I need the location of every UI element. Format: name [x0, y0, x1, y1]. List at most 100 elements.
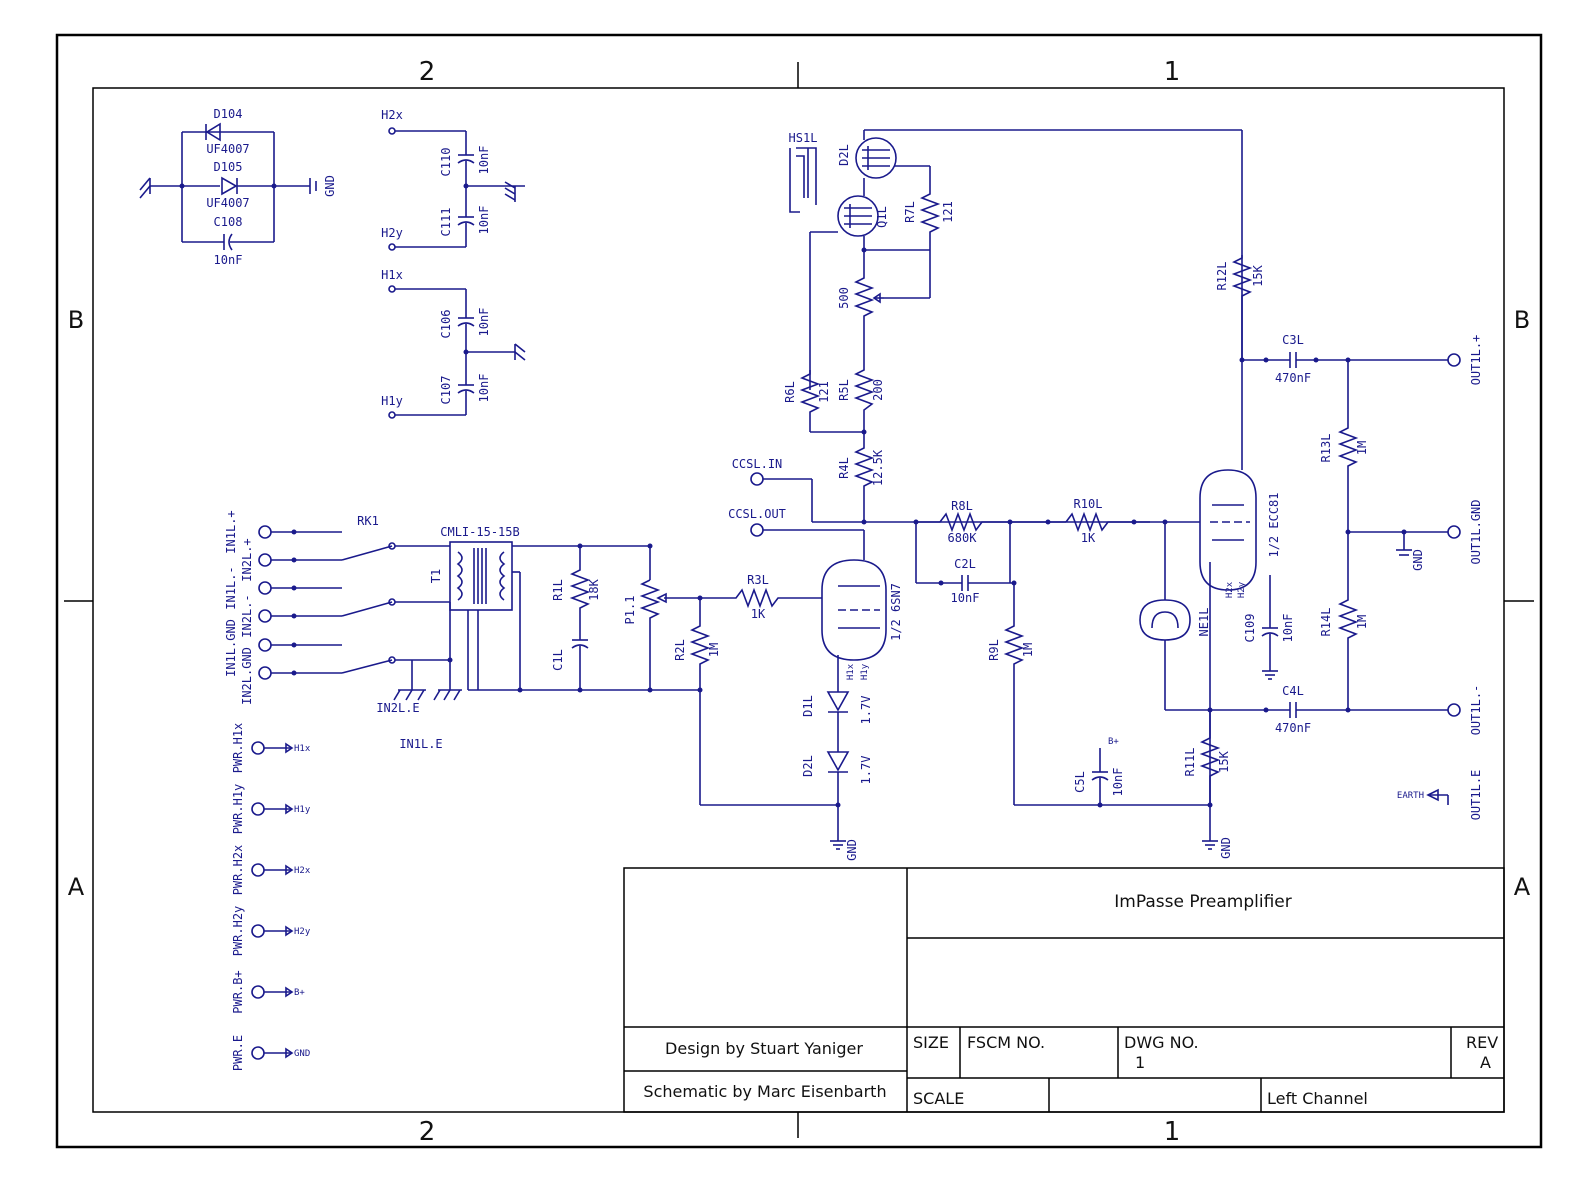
h2x-label: H2x	[381, 108, 403, 122]
out-e-label: OUT1L.E	[1469, 770, 1483, 821]
in1l-plus-label: IN1L.+	[224, 510, 238, 553]
ccsl-in-label: CCSL.IN	[732, 457, 783, 471]
d104-ref: D104	[214, 107, 243, 121]
gnd-top-label: GND	[323, 175, 337, 197]
r5l-value: 200	[871, 379, 885, 401]
dwg-value: 1	[1135, 1053, 1145, 1072]
r7l-ref: R7L	[903, 201, 917, 223]
dwg-label: DWG NO.	[1124, 1033, 1199, 1052]
power-port-pin	[251, 985, 265, 999]
ne1l-label: NE1L	[1197, 608, 1211, 637]
r13l-ref: R13L	[1319, 434, 1333, 463]
r2l-value: 1M	[707, 643, 721, 657]
gnd-led-label: GND	[845, 839, 859, 861]
c2l-value: 10nF	[951, 591, 980, 605]
power-port-net: H1y	[294, 805, 311, 815]
6sn7-h1y-pin: H1y	[860, 663, 870, 680]
c111-ref: C111	[439, 208, 453, 237]
power-port-arrow	[285, 742, 294, 754]
r10l-value: 1K	[1081, 531, 1096, 545]
h1y-label: H1y	[381, 394, 403, 408]
power-port: PWR.B+ B+	[231, 970, 305, 1013]
c1l-ref: C1L	[551, 649, 565, 671]
power-port-pin	[251, 802, 265, 816]
gnd-out-label: GND	[1411, 549, 1425, 571]
power-port-arrow	[285, 925, 294, 937]
c108-ref: C108	[214, 215, 243, 229]
d104-value: UF4007	[206, 142, 249, 156]
earth-label: EARTH	[1397, 791, 1424, 801]
power-port-net: H2x	[294, 866, 311, 876]
r6l-value: 121	[817, 381, 831, 403]
tube-ecc81-label: 1/2 ECC81	[1267, 492, 1281, 557]
zone-row-a-right: A	[1514, 873, 1531, 901]
q1l-ref: Q1L	[875, 206, 889, 228]
fscm-label: FSCM NO.	[967, 1033, 1045, 1052]
c107-ref: C107	[439, 376, 453, 405]
c4l-ref: C4L	[1282, 684, 1304, 698]
power-port-label: PWR.B+	[231, 970, 245, 1013]
r8l-ref: R8L	[951, 499, 973, 513]
power-port-arrow	[285, 864, 294, 876]
drawing-title: ImPasse Preamplifier	[1114, 892, 1291, 912]
in2l-e-label: IN2L.E	[376, 701, 419, 715]
r1l-value: 18K	[587, 578, 601, 600]
power-port-net: H1x	[294, 744, 311, 754]
r6l-ref: R6L	[783, 381, 797, 403]
d2l-fet-ref: D2L	[837, 144, 851, 166]
title-block: ImPasse Preamplifier Design by Stuart Ya…	[623, 867, 1505, 1113]
rev-label: REV	[1466, 1033, 1498, 1052]
c109-ref: C109	[1243, 614, 1257, 643]
r12l-value: 15K	[1251, 264, 1265, 286]
hs1l-label: HS1L	[789, 131, 818, 145]
6sn7-h1x-pin: H1x	[846, 663, 856, 680]
c3l-value: 470nF	[1275, 371, 1311, 385]
power-port-net: B+	[294, 988, 305, 998]
r1l-ref: R1L	[551, 579, 565, 601]
r7l-value: 121	[941, 201, 955, 223]
scale-label: SCALE	[913, 1089, 964, 1108]
power-port-net: GND	[294, 1049, 310, 1059]
c2l-ref: C2L	[954, 557, 976, 571]
zone-labels: 2 1 2 1 B B A A	[68, 57, 1531, 1147]
power-port-arrow	[285, 1047, 294, 1059]
size-label: SIZE	[913, 1033, 949, 1052]
sheet-name: Left Channel	[1267, 1089, 1368, 1108]
c111-value: 10nF	[477, 206, 491, 235]
c108-value: 10nF	[214, 253, 243, 267]
r2l-ref: R2L	[673, 639, 687, 661]
in1l-gnd-label: IN1L.GND	[224, 619, 238, 677]
power-port-pin	[251, 1046, 265, 1060]
r3l-value: 1K	[751, 607, 766, 621]
c5l-value: 10nF	[1111, 768, 1125, 797]
c106-ref: C106	[439, 310, 453, 339]
input-section: RK1 IN1L.+ IN2L.+ IN1L.- IN2L.- IN1L.GND…	[224, 510, 822, 805]
r11l-ref: R11L	[1183, 748, 1197, 777]
d105-ref: D105	[214, 160, 243, 174]
in1l-e-label: IN1L.E	[399, 737, 442, 751]
p1-label: P1.1	[623, 596, 637, 625]
c5l-bplus: B+	[1108, 737, 1119, 747]
ccs-section: HS1L D2L Q1L R7L 121 500 R6L 121	[728, 129, 1243, 537]
power-port-pin	[251, 863, 265, 877]
c107-value: 10nF	[477, 374, 491, 403]
cmli-label: CMLI-15-15B	[440, 525, 519, 539]
ecc81-h2x-pin: H2x	[1225, 581, 1235, 598]
power-port-label: PWR.E	[231, 1035, 245, 1071]
zone-col-2-bottom: 2	[419, 1117, 436, 1147]
r4l-value: 12.5K	[871, 449, 885, 486]
out-gnd-label: OUT1L.GND	[1469, 499, 1483, 564]
r9l-value: 1M	[1021, 643, 1035, 657]
r14l-value: 1M	[1355, 615, 1369, 629]
rev-value: A	[1480, 1053, 1491, 1072]
r8l-value: 680K	[948, 531, 978, 545]
in2l-minus-label: IN2L.-	[240, 594, 254, 637]
power-port: PWR.E GND	[231, 1035, 310, 1071]
c4l-value: 470nF	[1275, 721, 1311, 735]
out-plus-label: OUT1L.+	[1469, 335, 1483, 386]
d2l-led-value: 1.7V	[859, 756, 873, 785]
